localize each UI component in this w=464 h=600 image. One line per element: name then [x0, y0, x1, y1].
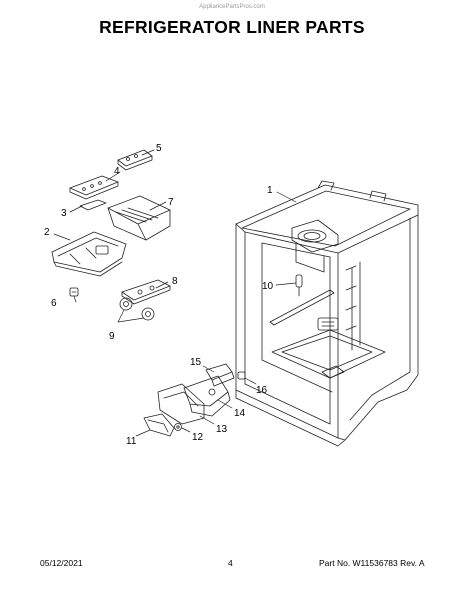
part-4: [69, 175, 119, 200]
part-13: [157, 383, 205, 425]
callout-15: 15: [190, 357, 202, 368]
callout-7: 7: [168, 197, 174, 208]
callout-12: 12: [192, 432, 204, 443]
part-11: [143, 413, 175, 437]
callout-5: 5: [156, 143, 162, 154]
footer-date: 05/12/2021: [40, 558, 83, 568]
callout-11: 11: [126, 436, 137, 447]
part-15: [205, 363, 235, 387]
leader-lines: [53, 149, 297, 437]
clip-part-10: [295, 274, 303, 297]
callout-9: 9: [109, 331, 115, 342]
part-12: [174, 423, 182, 431]
part-3: [79, 199, 107, 211]
callout-3: 3: [61, 208, 67, 219]
callout-10: 10: [262, 281, 274, 292]
part-8: [121, 279, 171, 305]
callout-13: 13: [216, 424, 228, 435]
footer-part-number: Part No. W11536783 Rev. A: [319, 558, 425, 568]
liner-assembly: [235, 180, 419, 447]
part-2: [51, 231, 127, 277]
callout-14: 14: [234, 408, 246, 419]
part-6: [69, 287, 79, 297]
part-5: [117, 149, 153, 171]
page-title: REFRIGERATOR LINER PARTS: [99, 17, 365, 37]
callout-16: 16: [256, 385, 268, 396]
watermark: AppliancePartsPros.com: [199, 4, 265, 10]
callout-8: 8: [172, 276, 178, 287]
part-16: [237, 371, 246, 380]
callout-2: 2: [44, 227, 50, 238]
callout-6: 6: [51, 298, 57, 309]
callout-4: 4: [114, 166, 120, 177]
part-14: [183, 375, 231, 417]
part-9: [119, 297, 155, 321]
callout-1: 1: [267, 185, 273, 196]
footer-page-number: 4: [228, 558, 233, 568]
part-7: [107, 195, 171, 241]
